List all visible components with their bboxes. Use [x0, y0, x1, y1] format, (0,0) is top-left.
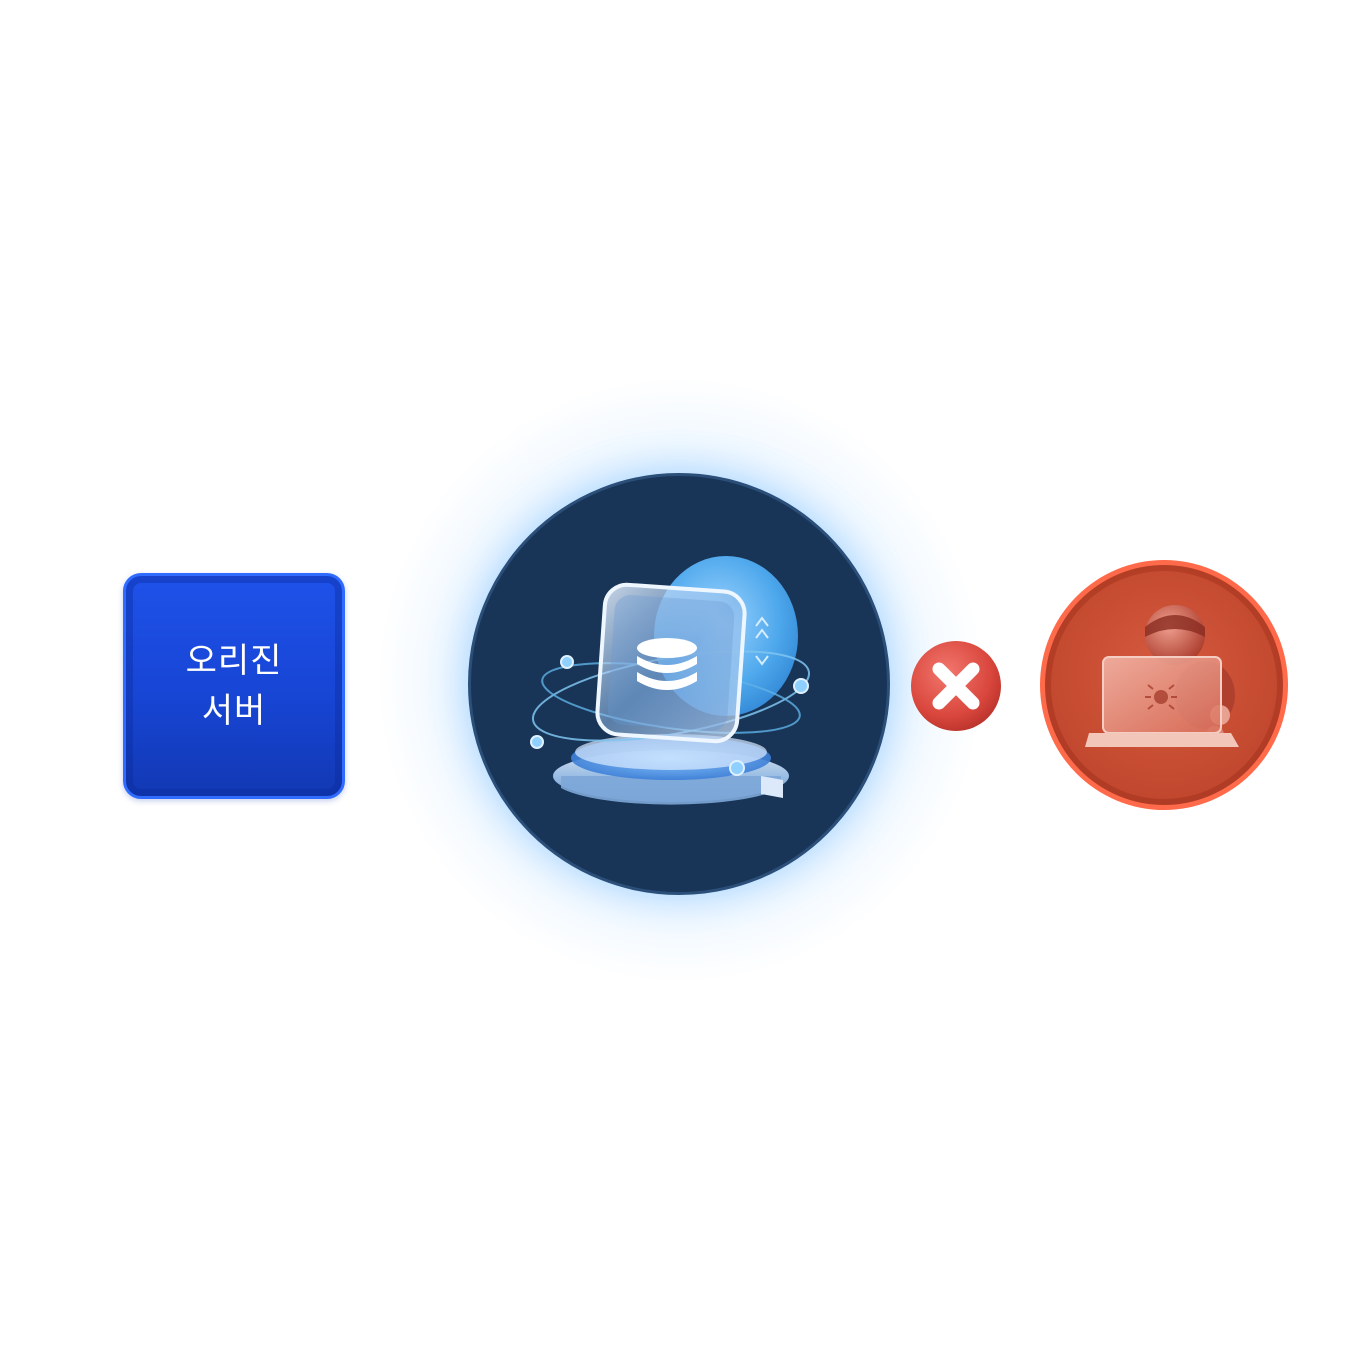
origin-server-label-line2: 서버	[201, 691, 267, 731]
origin-server-box: 오리진 서버	[123, 573, 345, 799]
proxy-node	[468, 473, 890, 895]
attacker-node	[1040, 560, 1288, 810]
close-icon	[911, 641, 1001, 731]
hacker-laptop-icon	[1085, 605, 1239, 747]
origin-server-label-line1: 오리진	[185, 641, 283, 681]
block-marker	[908, 638, 1004, 734]
database-icon	[530, 556, 811, 805]
